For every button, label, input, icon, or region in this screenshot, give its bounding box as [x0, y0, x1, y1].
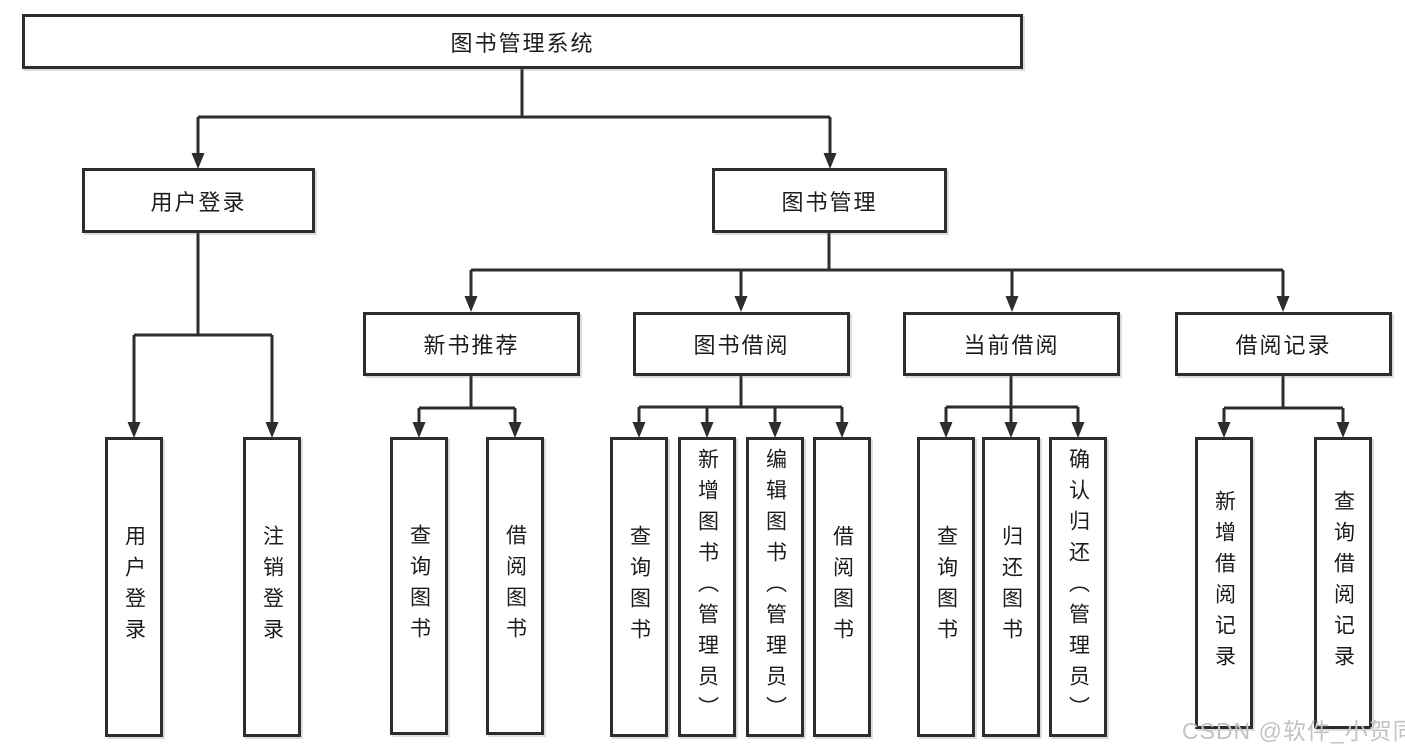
node-book-borrowing: 图书借阅 [633, 312, 850, 376]
leaf-query-books-borrow: 查询图书 [610, 437, 668, 737]
node-library-management-system: 图书管理系统 [22, 14, 1023, 69]
leaf-label: 确认归还（管理员） [1066, 447, 1090, 727]
leaf-label: 归还图书 [999, 525, 1023, 649]
leaf-label: 新增借阅记录 [1212, 490, 1236, 676]
node-label: 图书借阅 [693, 333, 790, 358]
node-label: 图书管理系统 [450, 30, 595, 56]
leaf-add-books-admin: 新增图书（管理员） [678, 437, 736, 737]
node-label: 当前借阅 [963, 333, 1060, 358]
node-label: 新书推荐 [423, 333, 520, 358]
leaf-label: 编辑图书（管理员） [763, 447, 787, 727]
node-current-borrowing: 当前借阅 [903, 312, 1120, 376]
leaf-label: 查询图书 [407, 524, 431, 648]
leaf-label: 查询借阅记录 [1331, 490, 1355, 676]
leaf-logout: 注销登录 [243, 437, 301, 737]
leaf-return-books: 归还图书 [982, 437, 1040, 737]
csdn-watermark: CSDN @软件_小贺同学 [1182, 718, 1405, 744]
leaf-confirm-return-admin: 确认归还（管理员） [1049, 437, 1107, 737]
leaf-label: 新增图书（管理员） [695, 447, 719, 727]
leaf-edit-books-admin: 编辑图书（管理员） [746, 437, 804, 737]
node-user-login: 用户登录 [82, 168, 315, 233]
leaf-label: 查询图书 [627, 525, 651, 649]
leaf-label: 用户登录 [122, 525, 146, 649]
leaf-query-books-recommend: 查询图书 [390, 437, 448, 735]
node-borrowing-records: 借阅记录 [1175, 312, 1392, 376]
node-label: 用户登录 [150, 189, 247, 215]
leaf-add-borrow-record: 新增借阅记录 [1195, 437, 1253, 729]
leaf-label: 注销登录 [260, 525, 284, 649]
leaf-label: 借阅图书 [830, 525, 854, 649]
node-new-book-recommend: 新书推荐 [363, 312, 580, 376]
leaf-borrow-books-recommend: 借阅图书 [486, 437, 544, 735]
leaf-label: 查询图书 [934, 525, 958, 649]
leaf-query-borrow-record: 查询借阅记录 [1314, 437, 1372, 729]
node-label: 图书管理 [781, 189, 878, 215]
leaf-borrow-books: 借阅图书 [813, 437, 871, 737]
node-book-management: 图书管理 [712, 168, 947, 233]
leaf-user-login: 用户登录 [105, 437, 163, 737]
node-label: 借阅记录 [1235, 333, 1332, 358]
leaf-label: 借阅图书 [503, 524, 527, 648]
leaf-query-books-current: 查询图书 [917, 437, 975, 737]
